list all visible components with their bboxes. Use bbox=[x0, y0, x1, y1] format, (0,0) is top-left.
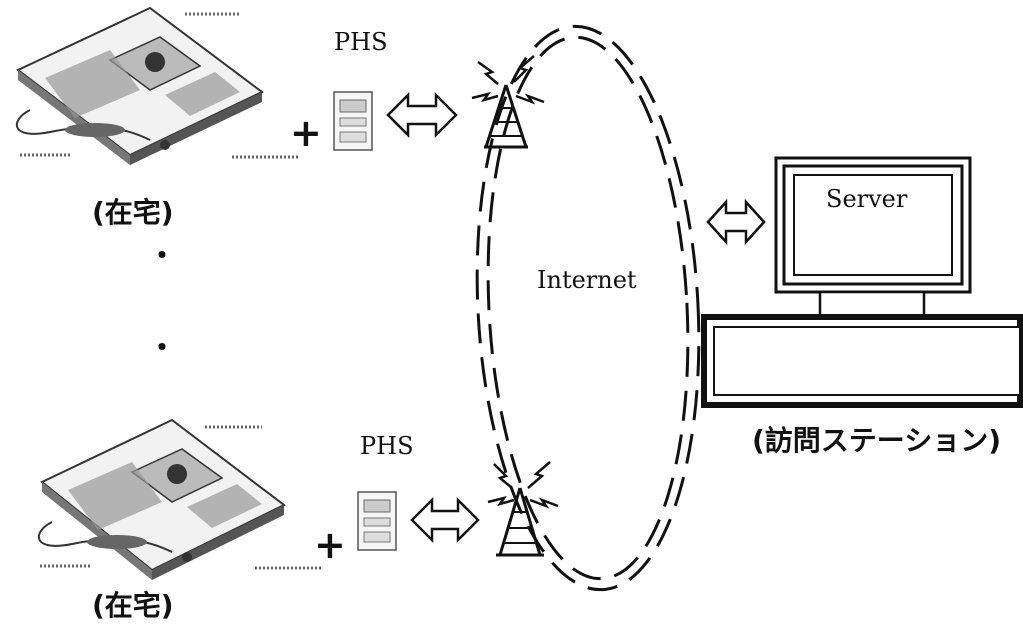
double-arrow-icon bbox=[410, 496, 480, 544]
server-label: Server bbox=[826, 185, 908, 213]
tablet-device-icon bbox=[37, 418, 322, 580]
internet-cloud: Internet bbox=[475, 24, 701, 592]
plus-sign: + bbox=[314, 523, 346, 567]
home-terminal-bottom: + PHS bbox=[37, 418, 559, 580]
phs-label: PHS bbox=[360, 432, 414, 460]
server-computer-icon bbox=[701, 156, 1023, 408]
ellipsis-dot-1: ・ bbox=[148, 239, 176, 272]
plus-sign: + bbox=[290, 111, 322, 155]
phs-label: PHS bbox=[334, 28, 388, 56]
home-terminal-top: + PHS bbox=[15, 6, 545, 165]
antenna-tower-icon bbox=[471, 55, 545, 149]
double-arrow-icon bbox=[386, 91, 458, 139]
home-caption-bottom: (在宅) bbox=[92, 589, 174, 622]
double-arrow-icon bbox=[706, 198, 766, 246]
phs-phone-icon bbox=[333, 91, 373, 151]
home-caption-top: (在宅) bbox=[92, 196, 174, 229]
ellipsis-dot-2: ・ bbox=[148, 331, 176, 364]
internet-label: Internet bbox=[537, 266, 637, 294]
tablet-device-icon bbox=[15, 6, 300, 165]
phs-phone-icon bbox=[357, 491, 397, 551]
station-caption: (訪問ステーション) bbox=[752, 424, 1001, 457]
